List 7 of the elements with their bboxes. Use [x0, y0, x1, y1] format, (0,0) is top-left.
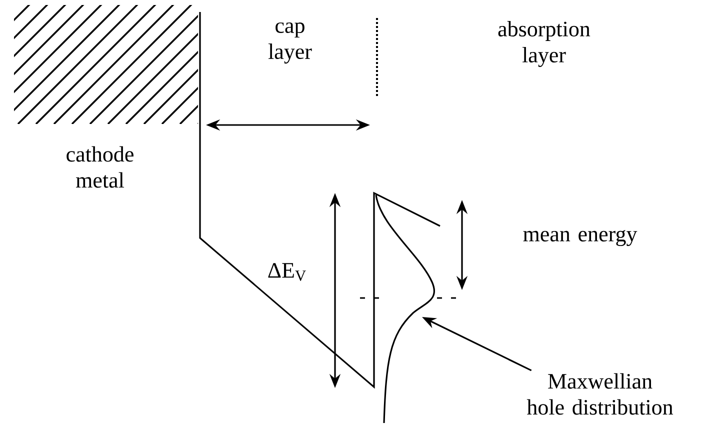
label: absorption layer [498, 21, 590, 68]
label: mean energy [523, 230, 638, 246]
label: cap layer [268, 22, 312, 64]
label: cathode metal [66, 146, 134, 188]
text-label: Maxwellian hole distribution [526, 373, 674, 415]
label: ΔE$_{V}$ [268, 263, 306, 281]
distribution-curve [375, 194, 435, 424]
